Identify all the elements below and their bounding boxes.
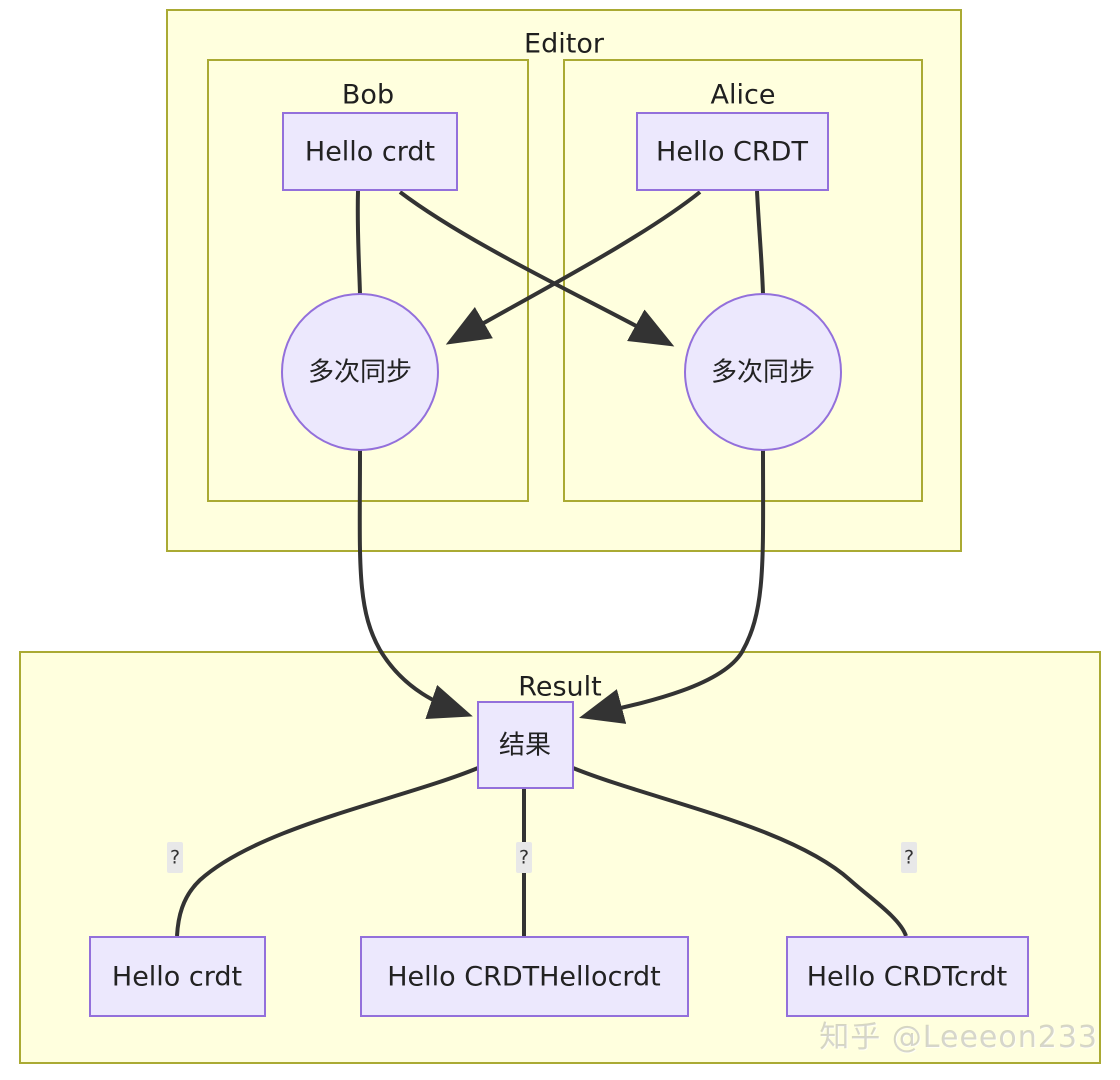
node-outcome-1-rect[interactable]	[89, 936, 266, 1017]
node-bob-sync-label: 多次同步	[308, 358, 412, 388]
cluster-alice-label: Alice	[711, 80, 776, 111]
node-result[interactable]: 结果	[477, 701, 574, 789]
node-alice-sync-label: 多次同步	[711, 358, 815, 388]
edge-bobsync-result	[357, 449, 473, 719]
node-result-rect[interactable]	[477, 701, 574, 789]
cluster-result-label: Result	[518, 672, 601, 703]
edge-label-1: ?	[170, 847, 180, 869]
node-outcome-2-label: Hello CRDTHellocrdt	[387, 962, 661, 993]
edge-label-2: ?	[519, 847, 529, 869]
edge-bobdoc-alicesync	[398, 190, 675, 347]
node-outcome-1[interactable]: Hello crdt	[89, 936, 266, 1017]
edge-result-outcome1	[175, 766, 479, 937]
node-alice-sync-circle[interactable]	[684, 293, 842, 451]
node-outcome-3[interactable]: Hello CRDTcrdt	[786, 936, 1029, 1017]
node-bob-doc-rect[interactable]	[282, 112, 458, 191]
node-result-label: 结果	[499, 731, 551, 761]
node-bob-doc-label: Hello crdt	[305, 137, 435, 168]
cluster-editor-label: Editor	[524, 29, 605, 60]
edge-label-1-bg	[167, 842, 183, 873]
edge-result-outcome3	[572, 766, 908, 937]
node-alice-sync[interactable]: 多次同步	[684, 293, 842, 451]
edge-bobdoc-bobsync	[355, 190, 362, 295]
node-outcome-2-rect[interactable]	[360, 936, 689, 1017]
node-bob-sync-circle[interactable]	[281, 293, 439, 451]
node-outcome-1-label: Hello crdt	[112, 962, 242, 993]
edge-alicedoc-bobsync	[445, 190, 702, 345]
node-alice-doc[interactable]: Hello CRDT	[636, 112, 829, 191]
edge-alicedoc-alicesync	[755, 190, 765, 295]
edge-label-3-bg	[901, 842, 917, 873]
edge-label-3: ?	[904, 847, 914, 869]
node-outcome-3-rect[interactable]	[786, 936, 1029, 1017]
node-outcome-2[interactable]: Hello CRDTHellocrdt	[360, 936, 689, 1017]
node-alice-doc-label: Hello CRDT	[656, 137, 808, 168]
edge-alicesync-result	[579, 449, 766, 724]
node-bob-doc[interactable]: Hello crdt	[282, 112, 458, 191]
node-bob-sync[interactable]: 多次同步	[281, 293, 439, 451]
cluster-bob-label: Bob	[342, 80, 394, 111]
edge-label-2-bg	[516, 842, 532, 873]
node-alice-doc-rect[interactable]	[636, 112, 829, 191]
node-outcome-3-label: Hello CRDTcrdt	[807, 962, 1008, 993]
